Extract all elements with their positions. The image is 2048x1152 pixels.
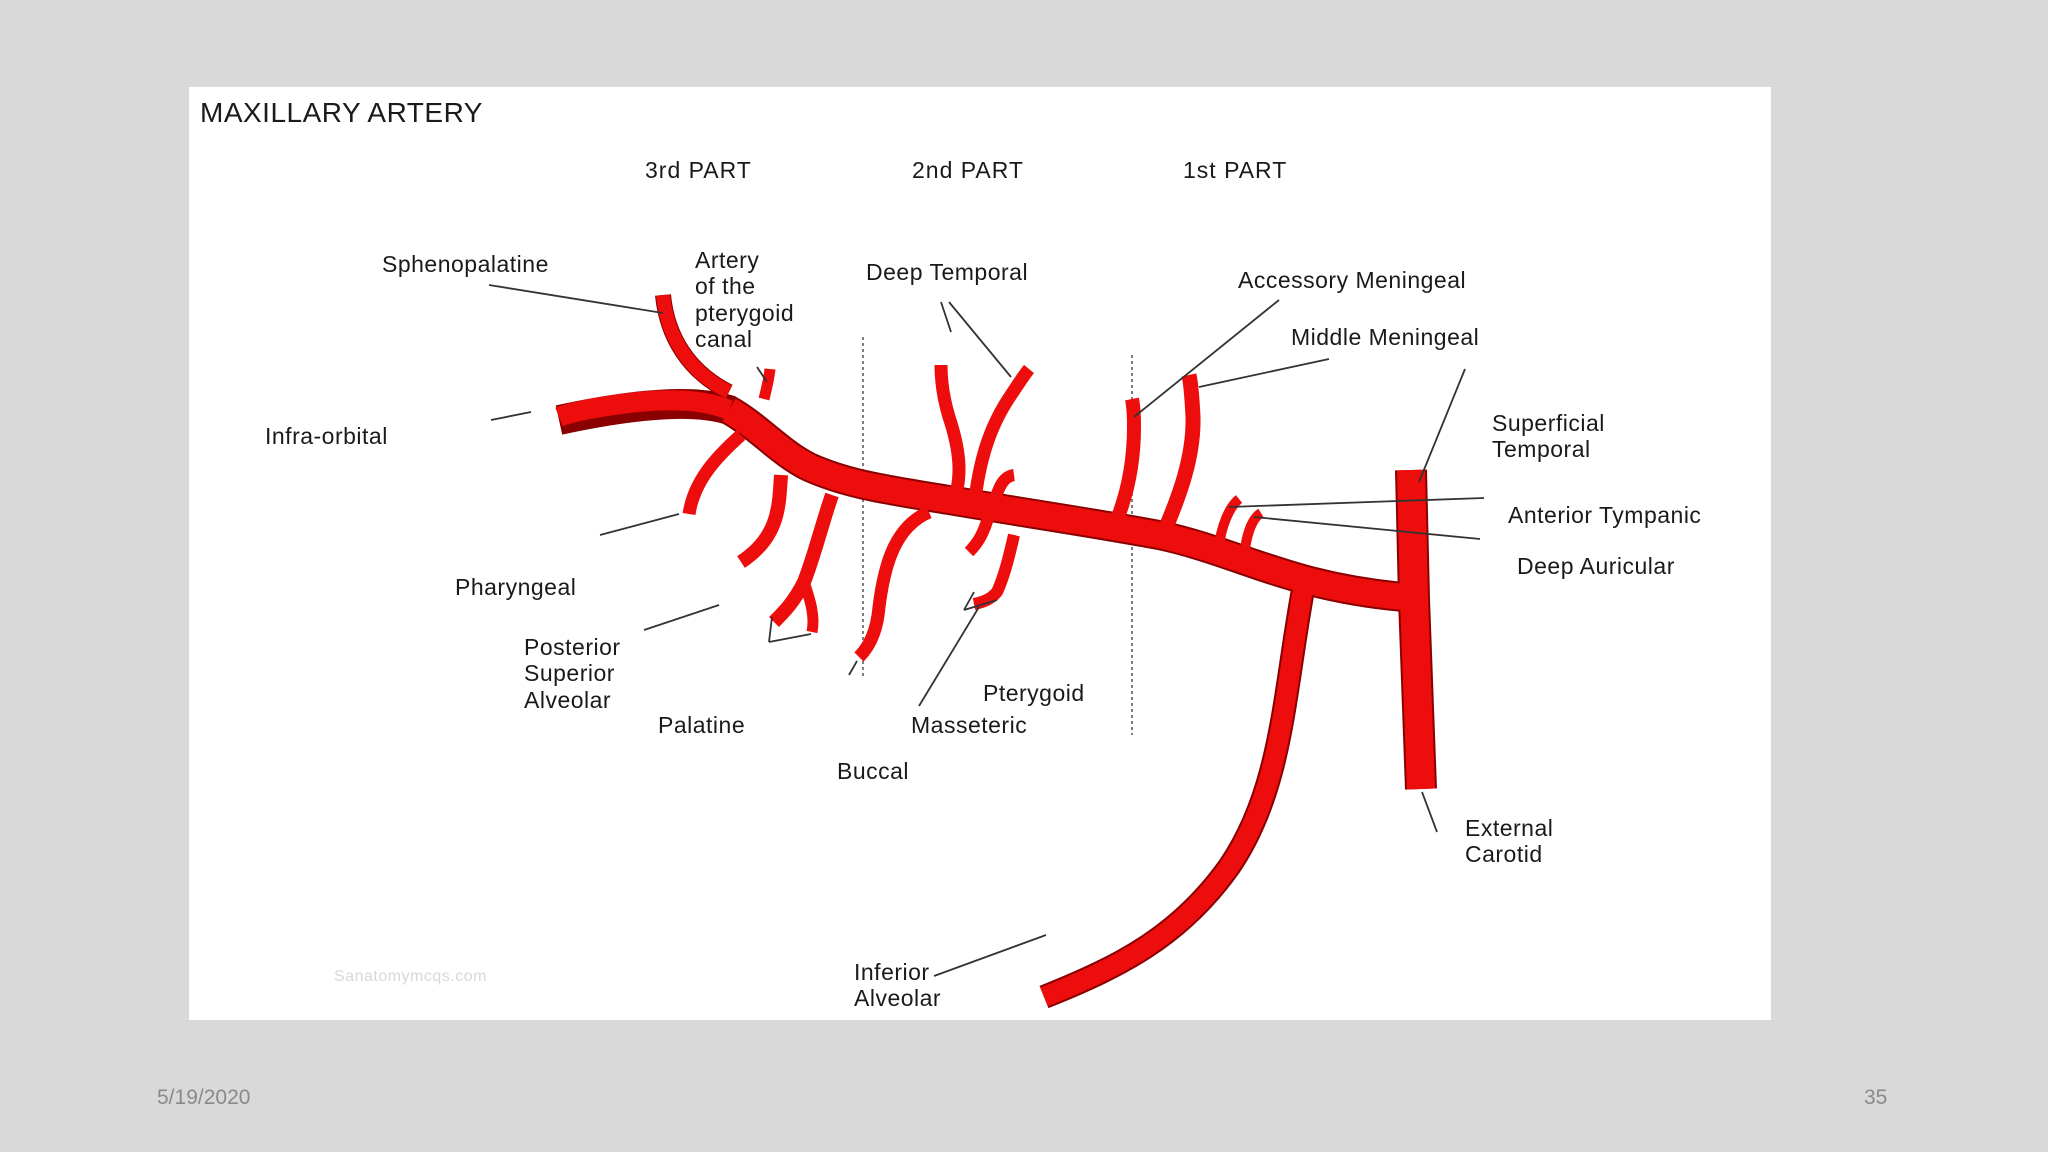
label-palatine: Palatine	[658, 712, 745, 738]
label-posterior-superior-alveolar-line2: Superior	[524, 660, 615, 686]
external-carotid-vessel	[1397, 469, 1435, 790]
label-posterior-superior-alveolar-line1: Posterior	[524, 634, 621, 660]
pterygoid-canal-vessel	[758, 368, 776, 401]
label-external-carotid-line2: Carotid	[1465, 841, 1543, 867]
deep-temporal-anterior-vessel	[934, 364, 966, 508]
accessory-meningeal-vessel	[1107, 397, 1141, 530]
diagram-title: MAXILLARY ARTERY	[200, 97, 483, 128]
part-header-1st: 1st PART	[1183, 157, 1287, 183]
pterygoid-vessel	[972, 533, 1020, 610]
label-pterygoid-canal-line4: canal	[695, 326, 752, 352]
deep-temporal-posterior-vessel	[967, 364, 1035, 508]
infra-orbital-vessel	[555, 390, 733, 427]
label-superficial-temporal-line2: Temporal	[1492, 436, 1591, 462]
label-buccal: Buccal	[837, 758, 909, 784]
slide-date: 5/19/2020	[157, 1086, 251, 1109]
label-anterior-tympanic: Anterior Tympanic	[1508, 502, 1701, 528]
label-deep-temporal: Deep Temporal	[866, 259, 1028, 285]
label-accessory-meningeal: Accessory Meningeal	[1238, 267, 1466, 293]
middle-meningeal-vessel	[1157, 373, 1201, 535]
masseteric-vessel	[964, 469, 1016, 557]
leader-lines	[488, 284, 1485, 977]
anterior-tympanic-vessel	[1214, 495, 1243, 548]
label-external-carotid-line1: External	[1465, 815, 1553, 841]
label-sphenopalatine: Sphenopalatine	[382, 251, 549, 277]
label-inferior-alveolar-line1: Inferior	[854, 959, 930, 985]
part-header-2nd: 2nd PART	[912, 157, 1024, 183]
inferior-alveolar-vessel	[1040, 577, 1315, 1007]
deep-auricular-vessel	[1239, 508, 1265, 558]
label-posterior-superior-alveolar-line3: Alveolar	[524, 687, 611, 713]
sphenopalatine-vessel	[656, 294, 733, 399]
label-middle-meningeal: Middle Meningeal	[1291, 324, 1479, 350]
artery-diagram-svg: MAXILLARY ARTERY 3rd PART 2nd PART 1st P…	[200, 97, 1701, 1011]
watermark: Sanatomymcqs.com	[334, 968, 487, 985]
maxillary-artery-figure: MAXILLARY ARTERY 3rd PART 2nd PART 1st P…	[189, 87, 1771, 1020]
label-deep-auricular: Deep Auricular	[1517, 553, 1675, 579]
slide-number: 35	[1864, 1086, 1888, 1109]
label-pterygoid-canal-line3: pterygoid	[695, 300, 794, 326]
palatine-branch-vessel	[798, 580, 819, 634]
posterior-superior-alveolar-vessel	[736, 474, 788, 568]
part-header-3rd: 3rd PART	[645, 157, 752, 183]
label-pterygoid-canal-line1: Artery	[695, 247, 759, 273]
artery-vessels	[555, 294, 1435, 1007]
label-inferior-alveolar-line2: Alveolar	[854, 985, 941, 1011]
pharyngeal-vessel	[682, 430, 746, 516]
label-pterygoid-canal-line2: of the	[695, 273, 756, 299]
label-pharyngeal: Pharyngeal	[455, 574, 576, 600]
label-masseteric: Masseteric	[911, 712, 1027, 738]
label-infra-orbital: Infra-orbital	[265, 423, 388, 449]
label-pterygoid: Pterygoid	[983, 680, 1085, 706]
buccal-vessel	[854, 506, 932, 662]
label-superficial-temporal-line1: Superficial	[1492, 410, 1605, 436]
palatine-vessel	[769, 492, 839, 627]
